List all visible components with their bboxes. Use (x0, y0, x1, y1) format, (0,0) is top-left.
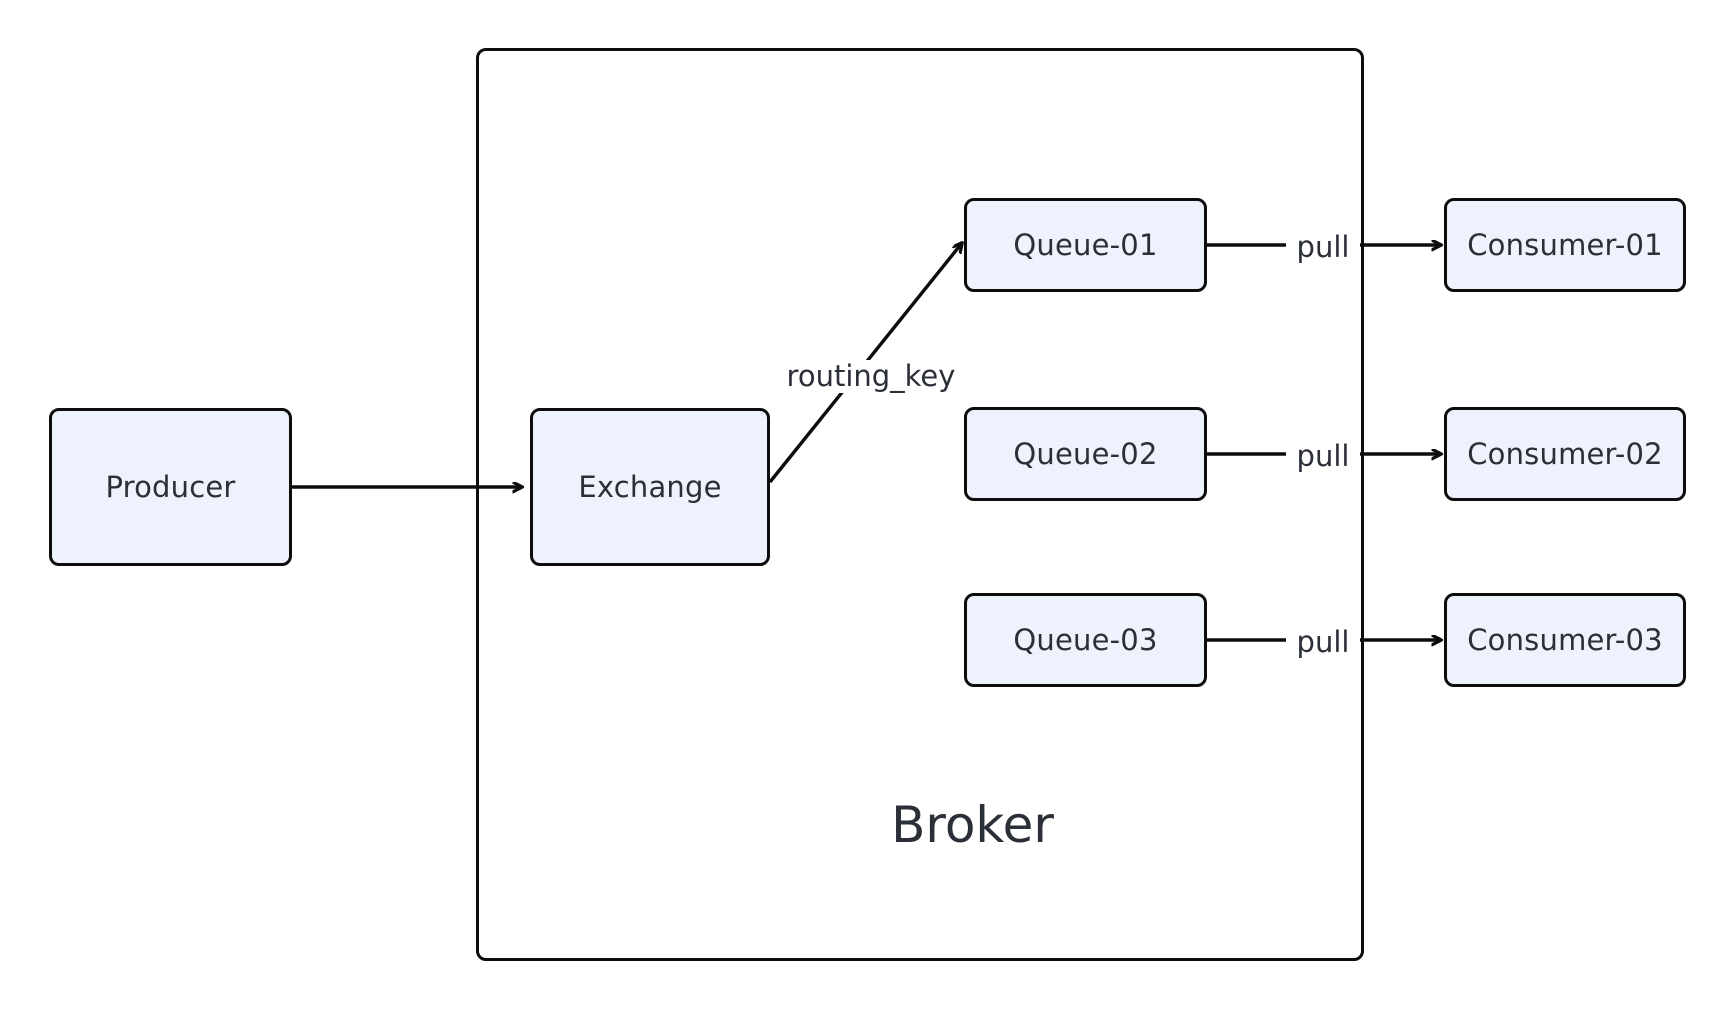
node-queue-01[interactable]: Queue-01 (964, 198, 1207, 292)
node-consumer-03[interactable]: Consumer-03 (1444, 593, 1686, 687)
node-queue-02-label: Queue-02 (1013, 436, 1158, 471)
node-consumer-03-label: Consumer-03 (1467, 622, 1663, 657)
edge-label-pull-02: pull (1286, 440, 1360, 473)
node-consumer-02[interactable]: Consumer-02 (1444, 407, 1686, 501)
node-queue-01-label: Queue-01 (1013, 227, 1158, 262)
edge-label-routing-key: routing_key (779, 360, 963, 393)
broker-container-label: Broker (891, 796, 1054, 854)
edge-label-pull-03: pull (1286, 626, 1360, 659)
node-consumer-01[interactable]: Consumer-01 (1444, 198, 1686, 292)
node-queue-02[interactable]: Queue-02 (964, 407, 1207, 501)
node-exchange[interactable]: Exchange (530, 408, 770, 566)
node-queue-03-label: Queue-03 (1013, 622, 1158, 657)
node-producer[interactable]: Producer (49, 408, 292, 566)
node-producer-label: Producer (105, 469, 236, 504)
broker-container (476, 48, 1364, 961)
edge-label-pull-01: pull (1286, 231, 1360, 264)
node-queue-03[interactable]: Queue-03 (964, 593, 1207, 687)
node-exchange-label: Exchange (578, 469, 722, 504)
node-consumer-01-label: Consumer-01 (1467, 227, 1663, 262)
node-consumer-02-label: Consumer-02 (1467, 436, 1663, 471)
